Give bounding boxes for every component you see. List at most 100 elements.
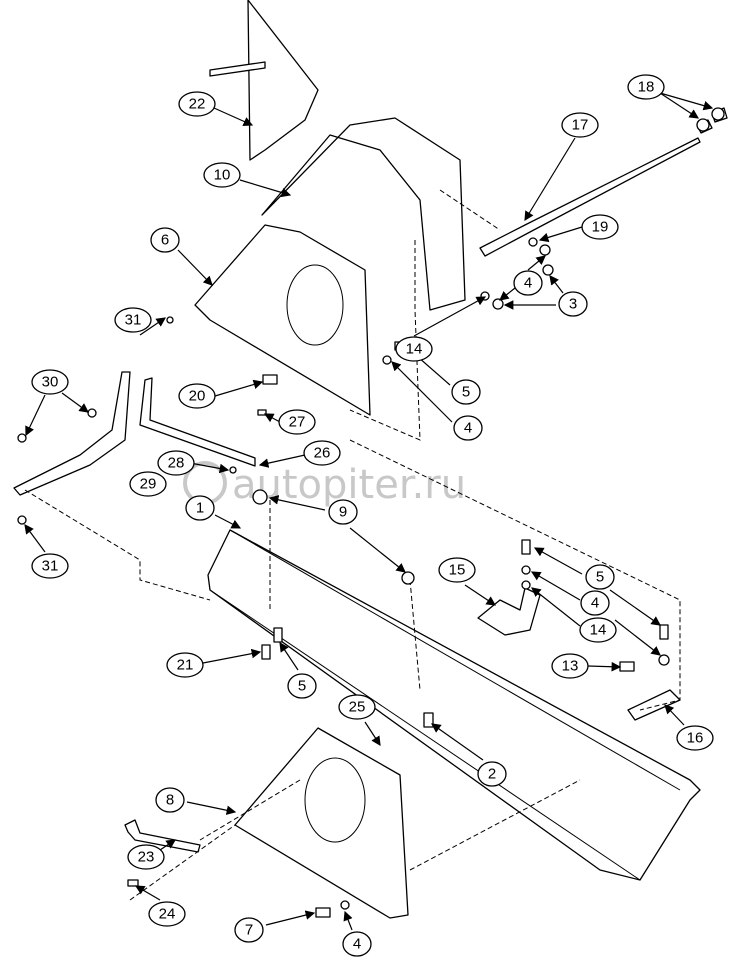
nut-washer (521, 580, 531, 590)
callout-label: 21 (177, 657, 194, 674)
callout-label: 9 (339, 504, 347, 521)
leader-line (61, 392, 89, 413)
callout-label: 2 (488, 766, 496, 783)
callout-label: 23 (138, 849, 155, 866)
callout-label: 7 (245, 922, 253, 939)
callout-5: 5 (585, 564, 615, 590)
leader-line (214, 514, 242, 529)
leader-line (391, 361, 453, 423)
callout-3: 3 (558, 291, 588, 317)
nut-washer (401, 571, 415, 585)
leader-line (659, 92, 700, 119)
leader-line (202, 648, 262, 664)
leader-line (258, 454, 306, 468)
nut-washer (528, 237, 538, 247)
callout-label: 17 (572, 117, 589, 134)
leader-line (431, 723, 484, 761)
callout-label: 13 (562, 658, 579, 675)
guide-lines (24, 189, 681, 901)
part-16-bracket (627, 689, 681, 721)
leader-line (413, 296, 487, 337)
callout-2: 2 (477, 761, 507, 787)
part-29-brackets (13, 371, 256, 496)
callout-7: 7 (234, 917, 264, 943)
callout-14: 14 (395, 336, 433, 362)
callout-label: 26 (314, 445, 331, 462)
callout-label: 4 (524, 275, 532, 292)
callout-27: 27 (278, 409, 316, 435)
callout-4: 4 (513, 270, 543, 296)
callout-30: 30 (31, 369, 69, 395)
leader-line (343, 910, 353, 931)
leader-line (349, 527, 406, 573)
callout-label: 5 (298, 678, 306, 695)
callout-5: 5 (287, 673, 317, 699)
nut-washer (711, 107, 725, 121)
callout-5: 5 (451, 379, 481, 405)
callout-label: 24 (159, 906, 176, 923)
callout-label: 4 (353, 936, 361, 953)
callout-18: 18 (627, 74, 665, 100)
leader-line (499, 287, 516, 301)
callout-label: 3 (569, 296, 577, 313)
bolt (315, 907, 331, 918)
callout-label: 8 (166, 792, 174, 809)
callout-20: 20 (178, 383, 216, 409)
leader-line (134, 885, 161, 901)
leader-line (214, 379, 264, 397)
callout-1: 1 (185, 495, 215, 521)
callout-19: 19 (581, 214, 619, 240)
callout-label: 10 (214, 167, 231, 184)
callout-label: 6 (161, 232, 169, 249)
callout-24: 24 (148, 901, 186, 927)
leader-line (279, 642, 299, 671)
part-22-plate (209, 0, 319, 161)
leader-line (587, 661, 622, 672)
part-15-bracket (477, 587, 541, 636)
leader-line (213, 107, 254, 126)
nut-washer (17, 515, 27, 525)
bolt (257, 409, 267, 416)
callout-label: 4 (591, 595, 599, 612)
callout-15: 15 (438, 557, 476, 583)
leader-line (531, 587, 581, 627)
callout-label: 30 (42, 374, 59, 391)
callout-26: 26 (303, 440, 341, 466)
callout-label: 29 (140, 476, 157, 493)
callout-label: 20 (189, 388, 206, 405)
leader-line (364, 721, 381, 747)
callout-label: 14 (590, 622, 607, 639)
callout-23: 23 (127, 844, 165, 870)
hardware (17, 107, 725, 918)
callout-label: 22 (189, 96, 206, 113)
leader-line (265, 910, 316, 926)
part-8-shield (234, 727, 409, 919)
callout-label: 18 (638, 79, 655, 96)
leader-line (549, 275, 564, 294)
callout-29: 29 (129, 471, 167, 497)
part-6-shield (194, 224, 371, 416)
bolt (423, 712, 434, 728)
leader-line (239, 179, 292, 198)
leader-line (609, 589, 661, 626)
bolt (262, 374, 278, 385)
leader-line (159, 839, 176, 851)
callout-4: 4 (453, 415, 483, 441)
callout-14: 14 (579, 617, 617, 643)
callout-4: 4 (342, 931, 372, 957)
callout-label: 14 (406, 341, 423, 358)
nut-washer (542, 264, 554, 276)
leader-line (263, 413, 281, 423)
callout-label: 5 (596, 569, 604, 586)
callout-label: 19 (592, 219, 609, 236)
leader-line (614, 619, 661, 656)
nut-washer (521, 565, 531, 575)
leader-line (664, 704, 685, 726)
leader-line (25, 394, 46, 437)
callout-31: 31 (114, 307, 152, 333)
nut-washer (87, 408, 97, 418)
nut-washer (252, 489, 268, 505)
callout-4: 4 (580, 590, 610, 616)
callout-10: 10 (203, 162, 241, 188)
leader-line (177, 249, 213, 286)
